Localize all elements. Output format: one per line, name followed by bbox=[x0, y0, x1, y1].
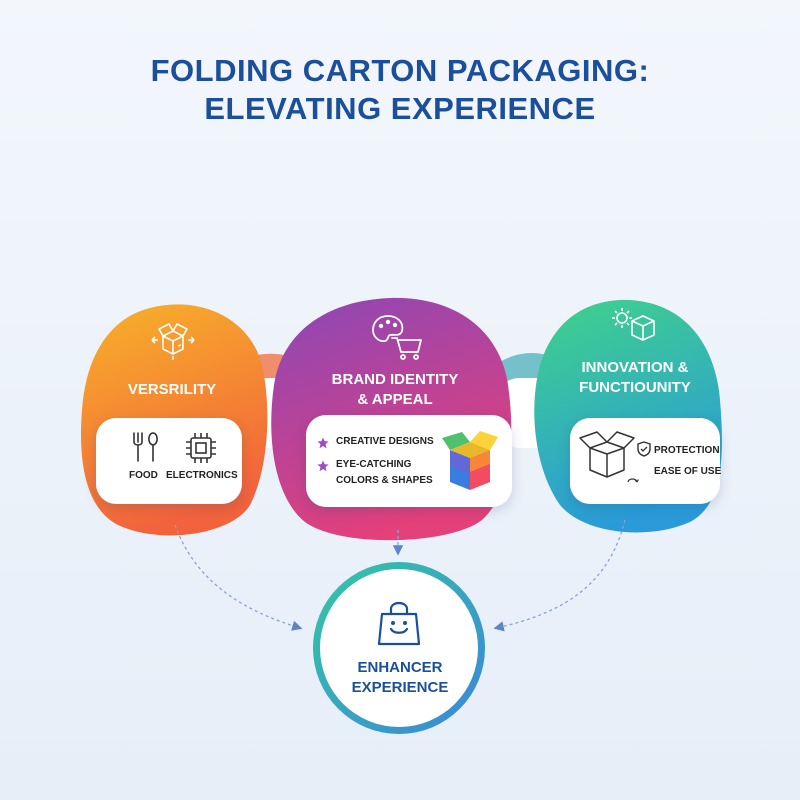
center-label: ENHANCER EXPERIENCE bbox=[328, 658, 472, 698]
food-label: FOOD bbox=[129, 470, 158, 481]
star-icon bbox=[317, 436, 329, 449]
title-line-1: FOLDING CARTON PACKAGING: bbox=[150, 53, 650, 88]
center-label-line-1: ENHANCER bbox=[357, 659, 443, 676]
star-icon bbox=[317, 459, 329, 472]
electronics-label: ELECTRONICS bbox=[166, 470, 238, 481]
eye-catching-label: EYE-CATCHING bbox=[336, 459, 412, 470]
innovation-label-line-2: FUNCTIOUNITY bbox=[579, 379, 691, 396]
versatility-label: VERSRILITY bbox=[127, 381, 217, 398]
ease-of-use-label: EASE OF USE bbox=[654, 466, 722, 477]
palette-cart-icon bbox=[370, 312, 424, 360]
box-arrows-icon bbox=[148, 318, 198, 362]
title-line-2: ELEVATING EXPERIENCE bbox=[204, 91, 596, 126]
arrow-left-to-center bbox=[174, 524, 303, 631]
page-title: FOLDING CARTON PACKAGING: ELEVATING EXPE… bbox=[0, 52, 800, 128]
colorful-box-icon bbox=[440, 428, 500, 494]
brand-label: BRAND IDENTITY & APPEAL bbox=[300, 370, 490, 410]
open-box-icon bbox=[576, 428, 638, 480]
shopping-bag-smile-icon bbox=[375, 598, 423, 648]
innovation-label-line-1: INNOVATION & bbox=[581, 359, 689, 376]
rotate-arrow-icon bbox=[626, 475, 640, 487]
colors-shapes-label: COLORS & SHAPES bbox=[336, 475, 433, 486]
center-label-line-2: EXPERIENCE bbox=[351, 679, 449, 696]
fork-spoon-icon bbox=[128, 430, 162, 464]
chip-icon bbox=[183, 430, 219, 466]
shield-icon bbox=[637, 441, 651, 457]
arrow-right-to-center bbox=[493, 519, 626, 632]
protection-label: PROTECTION bbox=[654, 445, 720, 456]
center-disc bbox=[320, 569, 478, 727]
brand-label-line-1: BRAND IDENTITY bbox=[331, 371, 459, 388]
gear-box-icon bbox=[608, 303, 658, 345]
creative-designs-label: CREATIVE DESIGNS bbox=[336, 436, 434, 447]
brand-label-line-2: & APPEAL bbox=[357, 391, 433, 408]
versatility-card bbox=[96, 418, 242, 504]
innovation-label: INNOVATION & FUNCTIOUNITY bbox=[555, 358, 715, 398]
